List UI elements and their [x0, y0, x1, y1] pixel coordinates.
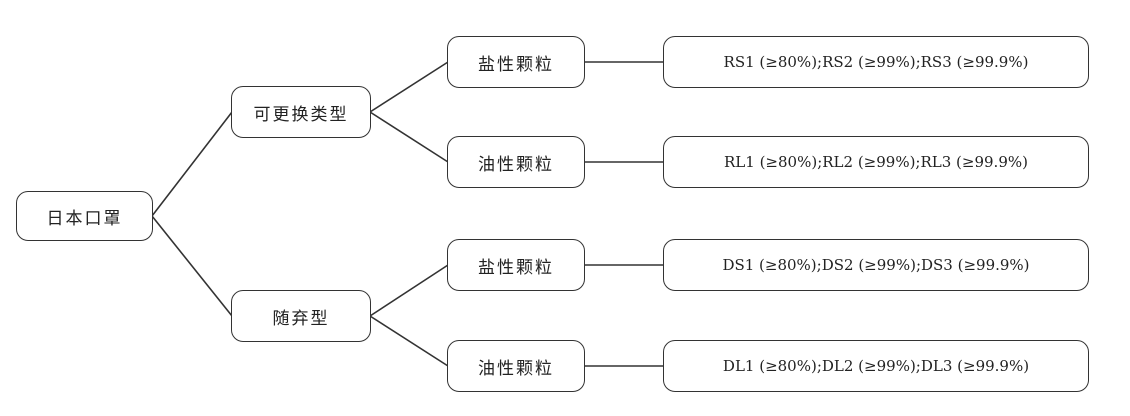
- category-node-oil-replaceable: 油性颗粒: [447, 136, 585, 188]
- type-label: 随弃型: [272, 308, 330, 329]
- type-node-disposable: 随弃型: [231, 290, 371, 342]
- type-node-replaceable: 可更换类型: [231, 86, 371, 138]
- root-label: 日本口罩: [46, 208, 123, 229]
- grade-node-ds: DS1 (≥80%);DS2 (≥99%);DS3 (≥99.9%): [663, 239, 1089, 291]
- root-node: 日本口罩: [16, 191, 153, 241]
- link-root-disposable: [151, 215, 233, 317]
- link-replaceable-salt: [369, 61, 449, 113]
- grade-node-rl: RL1 (≥80%);RL2 (≥99%);RL3 (≥99.9%): [663, 136, 1089, 188]
- grade-label: RS1 (≥80%);RS2 (≥99%);RS3 (≥99.9%): [723, 53, 1029, 71]
- grade-node-rs: RS1 (≥80%);RS2 (≥99%);RS3 (≥99.9%): [663, 36, 1089, 88]
- category-node-oil-disposable: 油性颗粒: [447, 340, 585, 392]
- grade-label: RL1 (≥80%);RL2 (≥99%);RL3 (≥99.9%): [724, 153, 1028, 171]
- type-label: 可更换类型: [253, 104, 349, 125]
- category-node-salt-disposable: 盐性颗粒: [447, 239, 585, 291]
- category-label: 油性颗粒: [478, 358, 554, 379]
- link-replaceable-oil: [369, 111, 449, 163]
- grade-node-dl: DL1 (≥80%);DL2 (≥99%);DL3 (≥99.9%): [663, 340, 1089, 392]
- category-label: 油性颗粒: [478, 154, 554, 175]
- link-root-replaceable: [151, 111, 233, 217]
- category-label: 盐性颗粒: [478, 257, 554, 278]
- grade-label: DL1 (≥80%);DL2 (≥99%);DL3 (≥99.9%): [722, 357, 1030, 375]
- category-label: 盐性颗粒: [478, 54, 554, 75]
- category-node-salt-replaceable: 盐性颗粒: [447, 36, 585, 88]
- link-disposable-salt: [369, 264, 449, 317]
- link-disposable-oil: [369, 315, 449, 367]
- grade-label: DS1 (≥80%);DS2 (≥99%);DS3 (≥99.9%): [722, 256, 1030, 274]
